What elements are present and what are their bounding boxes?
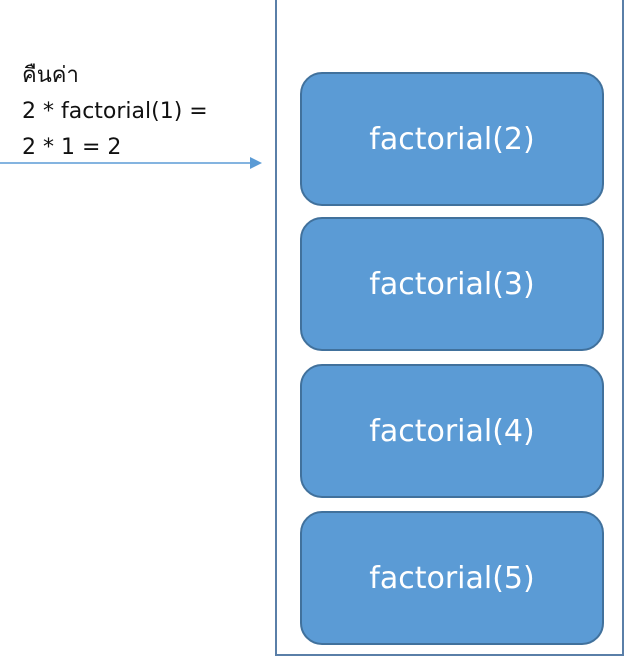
- stack-container: [275, 0, 624, 656]
- return-arrow-head: [250, 157, 262, 169]
- stack-frame-factorial-4: factorial(4): [300, 364, 604, 498]
- return-arrow: [0, 157, 262, 169]
- annotation-line-2: 2 * factorial(1) =: [22, 99, 208, 124]
- annotation-line-3: 2 * 1 = 2: [22, 135, 122, 160]
- stack-frame-label: factorial(3): [369, 266, 535, 302]
- stack-frame-factorial-3: factorial(3): [300, 217, 604, 351]
- stack-frame-factorial-5: factorial(5): [300, 511, 604, 645]
- return-value-annotation: คืนค่า 2 * factorial(1) = 2 * 1 = 2: [22, 58, 262, 166]
- stack-frame-label: factorial(2): [369, 121, 535, 157]
- stack-frame-label: factorial(5): [369, 560, 535, 596]
- annotation-line-1: คืนค่า: [22, 63, 79, 88]
- stack-frame-factorial-2: factorial(2): [300, 72, 604, 206]
- stack-frame-label: factorial(4): [369, 413, 535, 449]
